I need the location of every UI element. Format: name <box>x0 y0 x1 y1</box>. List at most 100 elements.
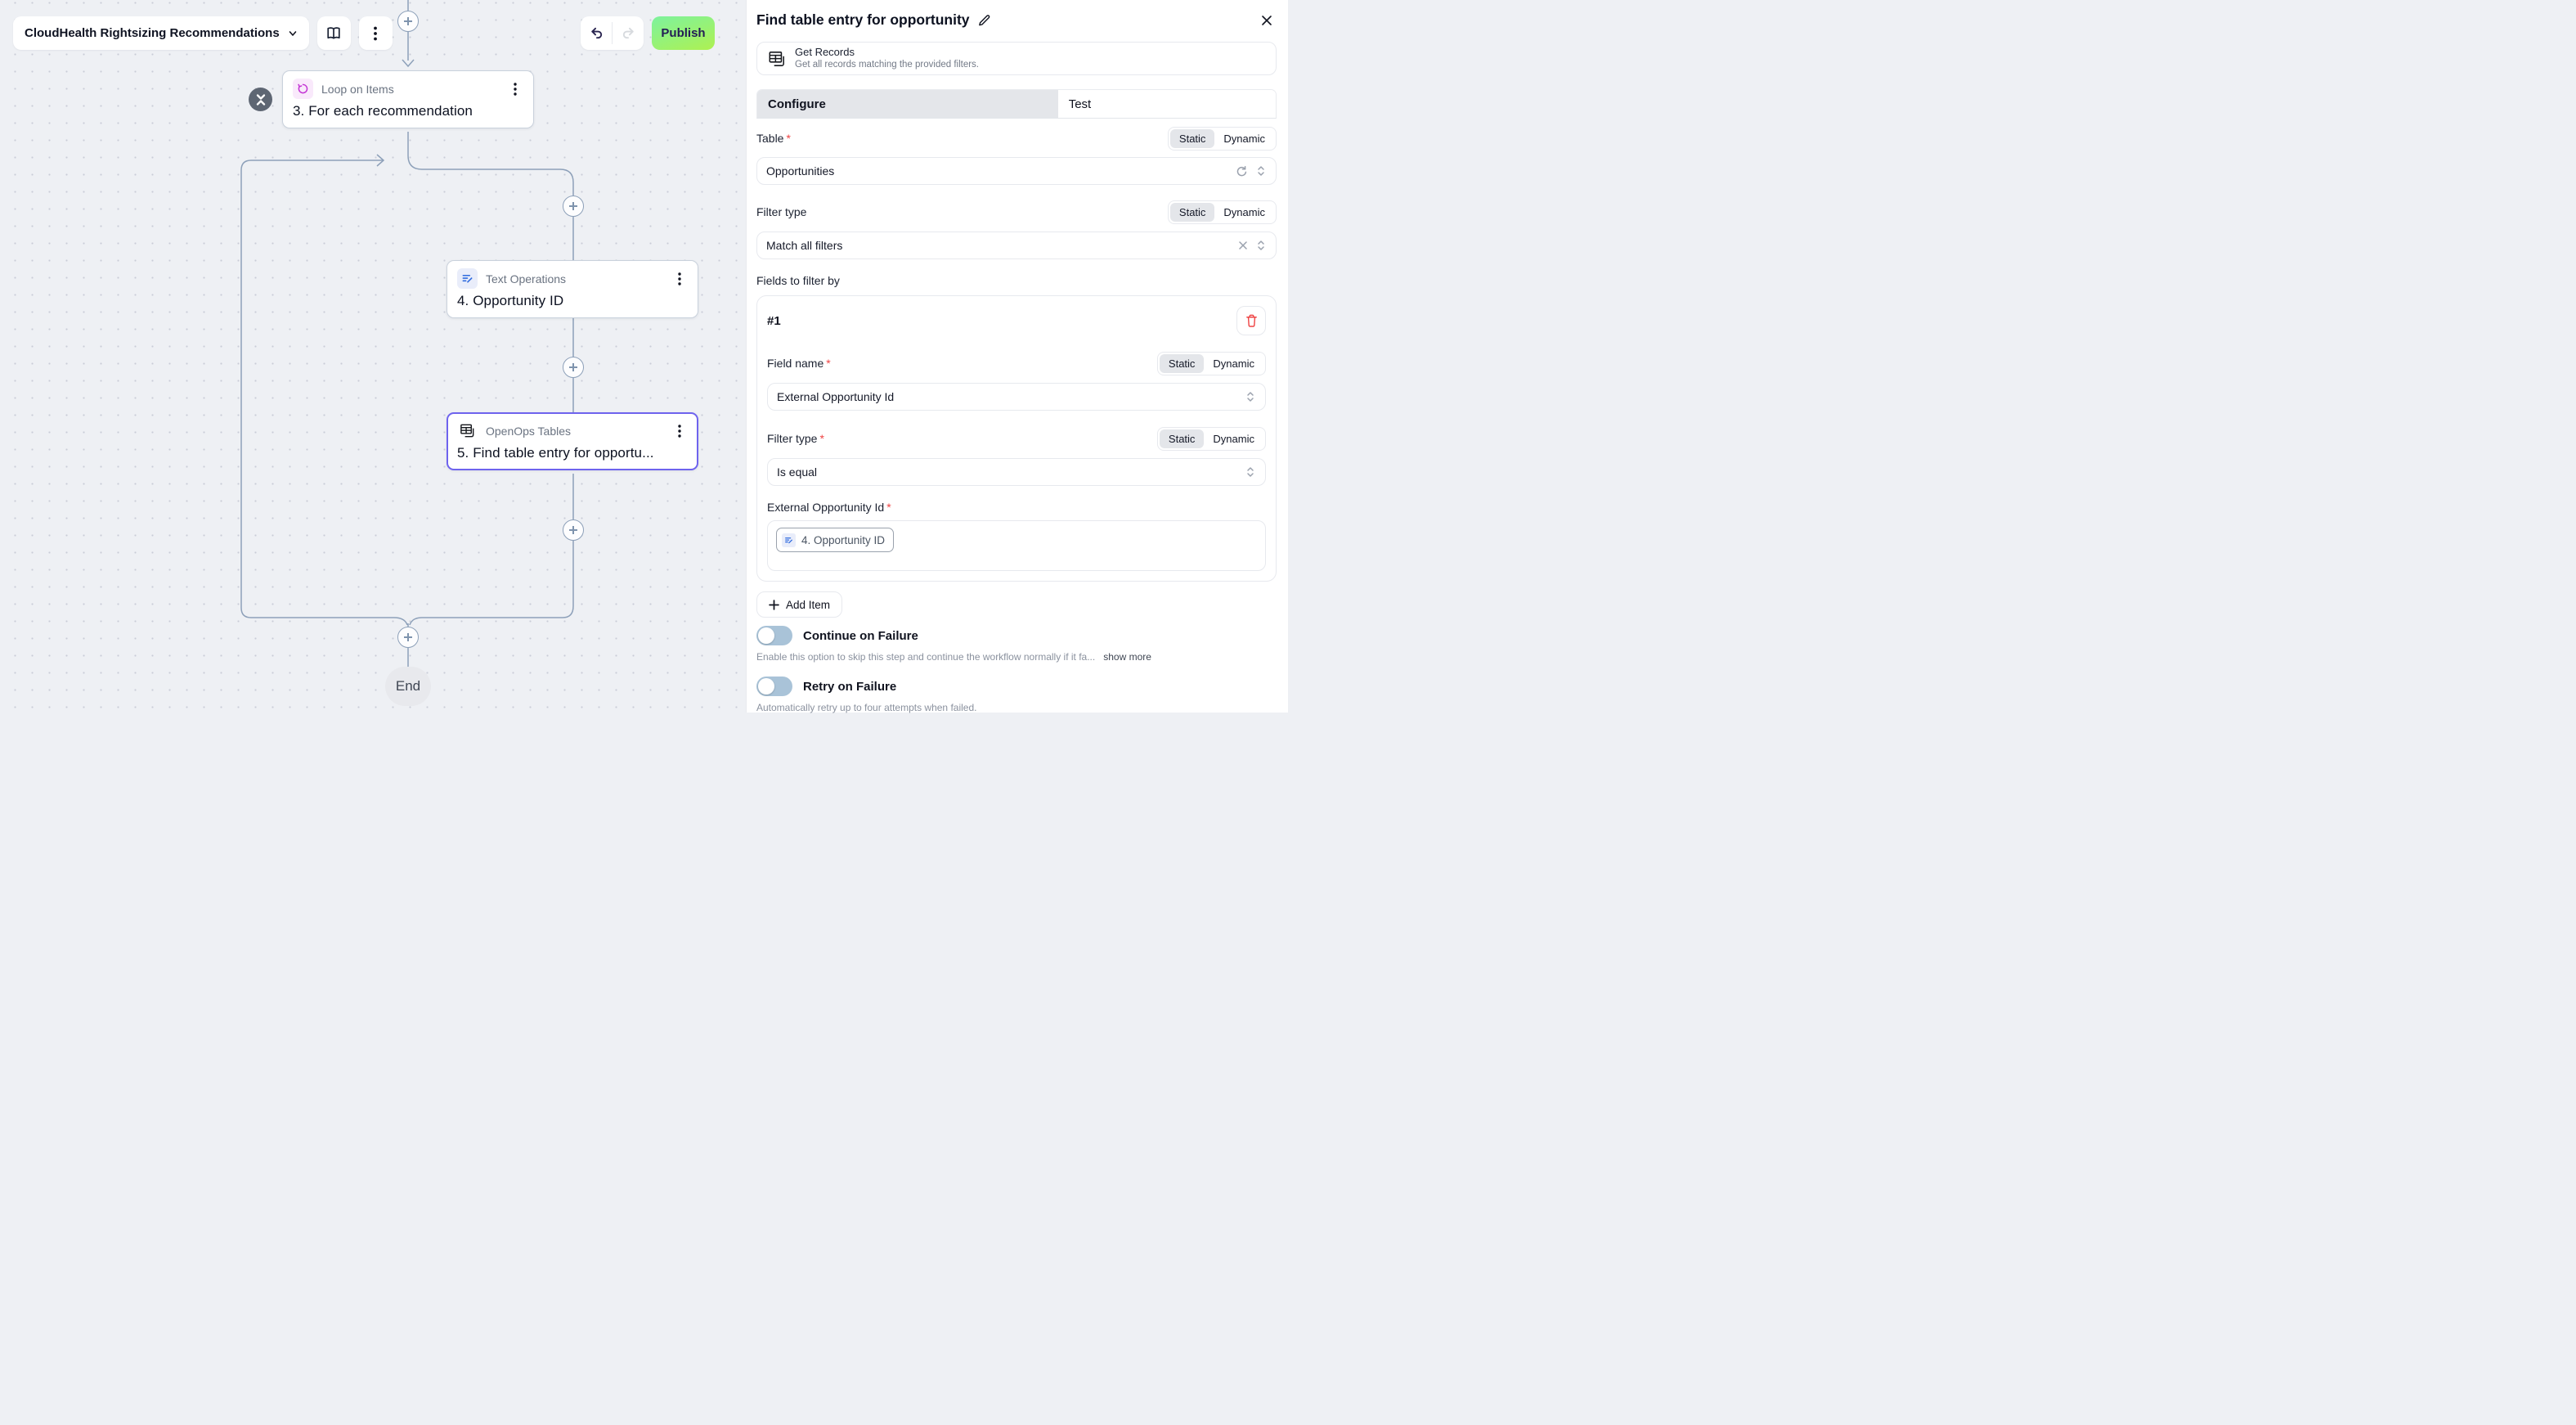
item-filter-type-static-dynamic-toggle: Static Dynamic <box>1156 426 1266 451</box>
more-options-button[interactable] <box>358 16 393 50</box>
trash-icon <box>1245 314 1257 327</box>
node-openops-tables[interactable]: OpenOps Tables 5. Find table entry for o… <box>447 412 698 470</box>
workflow-selector[interactable]: CloudHealth Rightsizing Recommendations <box>13 16 309 50</box>
dynamic-option[interactable]: Dynamic <box>1223 205 1265 218</box>
add-step-button-1[interactable] <box>563 196 584 217</box>
tab-configure[interactable]: Configure <box>757 90 1058 118</box>
filter-item-card: #1 Field name* Static Dynamic External O… <box>756 295 1277 582</box>
plus-icon <box>569 363 577 371</box>
tab-test[interactable]: Test <box>1057 90 1276 118</box>
node-title: 4. Opportunity ID <box>457 293 564 308</box>
filter-type-select-value: Match all filters <box>766 239 843 252</box>
undo-button[interactable] <box>581 16 612 50</box>
node-loop-on-items[interactable]: Loop on Items 3. For each recommendation <box>282 70 534 128</box>
field-name-select[interactable]: External Opportunity Id <box>767 383 1266 411</box>
clear-icon[interactable] <box>1238 240 1248 250</box>
external-opportunity-id-input[interactable]: 4. Opportunity ID <box>767 520 1266 571</box>
filter-item-index: #1 <box>767 313 781 328</box>
refresh-icon[interactable] <box>1235 164 1248 178</box>
continue-on-failure-label: Continue on Failure <box>803 628 918 643</box>
table-select-value: Opportunities <box>766 164 835 178</box>
node-title: 5. Find table entry for opportu... <box>457 445 654 461</box>
dynamic-option[interactable]: Dynamic <box>1213 432 1254 445</box>
canvas-toolbar-right: Publish <box>581 16 715 50</box>
close-panel-button[interactable] <box>1259 12 1275 29</box>
static-option[interactable]: Static <box>1169 128 1215 148</box>
add-step-button-3[interactable] <box>563 519 584 541</box>
field-name-label: Field name* <box>767 357 831 370</box>
unfold-icon <box>1258 166 1264 176</box>
node-menu-button[interactable] <box>671 271 688 287</box>
workflow-canvas[interactable]: Loop on Items 3. For each recommendation… <box>0 0 746 712</box>
node-app-label: OpenOps Tables <box>486 424 572 438</box>
redo-button[interactable] <box>613 16 644 50</box>
field-name-select-value: External Opportunity Id <box>777 390 895 403</box>
show-more-link[interactable]: show more <box>1103 651 1151 663</box>
add-step-button-2[interactable] <box>563 357 584 378</box>
token-label: 4. Opportunity ID <box>801 533 886 546</box>
node-text-operations[interactable]: Text Operations 4. Opportunity ID <box>447 260 698 318</box>
panel-title: Find table entry for opportunity <box>756 11 970 28</box>
plus-icon <box>569 202 577 210</box>
undo-icon <box>590 27 602 39</box>
chevron-down-icon <box>289 30 296 36</box>
close-icon <box>1262 16 1272 25</box>
add-step-button-top[interactable] <box>397 11 419 32</box>
delete-filter-item-button[interactable] <box>1236 306 1266 335</box>
collapse-icon <box>256 93 265 106</box>
get-records-icon <box>769 51 784 66</box>
static-option[interactable]: Static <box>1159 429 1205 448</box>
undo-redo-group <box>581 16 644 50</box>
step-settings-panel: Find table entry for opportunity Get Rec… <box>746 0 1288 713</box>
static-option[interactable]: Static <box>1159 353 1205 373</box>
plus-icon <box>569 526 577 534</box>
kebab-icon <box>514 82 517 96</box>
unfold-icon <box>1247 392 1254 402</box>
panel-tabs: Configure Test <box>756 89 1277 119</box>
add-step-button-bottom[interactable] <box>397 627 419 648</box>
node-menu-button[interactable] <box>507 81 523 97</box>
item-filter-type-select[interactable]: Is equal <box>767 458 1266 486</box>
end-label: End <box>395 678 421 694</box>
retry-on-failure-toggle[interactable] <box>756 677 792 696</box>
loop-icon <box>293 79 313 99</box>
toolbar-divider <box>612 22 613 44</box>
item-filter-type-label: Filter type* <box>767 432 824 445</box>
filter-type-static-dynamic-toggle: Static Dynamic <box>1167 200 1277 224</box>
node-title: 3. For each recommendation <box>293 103 473 119</box>
table-select[interactable]: Opportunities <box>756 157 1277 185</box>
publish-button[interactable]: Publish <box>652 16 715 50</box>
canvas-toolbar-left: CloudHealth Rightsizing Recommendations <box>13 16 393 50</box>
node-app-label: Loop on Items <box>321 82 394 96</box>
workflow-name: CloudHealth Rightsizing Recommendations <box>25 26 280 40</box>
kebab-icon <box>678 424 681 438</box>
workflow-edges <box>240 0 574 667</box>
step-token-chip[interactable]: 4. Opportunity ID <box>776 528 895 552</box>
continue-on-failure-toggle[interactable] <box>756 626 792 645</box>
table-static-dynamic-toggle: Static Dynamic <box>1167 126 1277 151</box>
toggle-knob <box>758 678 774 695</box>
dynamic-option[interactable]: Dynamic <box>1223 132 1265 145</box>
field-name-static-dynamic-toggle: Static Dynamic <box>1156 351 1266 375</box>
edit-title-icon[interactable] <box>977 13 991 27</box>
plus-icon <box>404 17 412 25</box>
continue-on-failure-description: Enable this option to skip this step and… <box>756 651 1096 663</box>
unfold-icon <box>1258 240 1264 250</box>
table-field-label: Table* <box>756 132 791 145</box>
plus-icon <box>769 599 779 610</box>
item-filter-type-select-value: Is equal <box>777 465 818 479</box>
static-option[interactable]: Static <box>1169 202 1215 222</box>
dynamic-option[interactable]: Dynamic <box>1213 357 1254 370</box>
retry-on-failure-label: Retry on Failure <box>803 679 897 694</box>
guide-button[interactable] <box>316 16 351 50</box>
required-marker: * <box>826 357 831 370</box>
filter-type-select[interactable]: Match all filters <box>756 232 1277 259</box>
plus-icon <box>404 633 412 641</box>
required-marker: * <box>886 501 891 514</box>
end-node: End <box>385 667 431 706</box>
collapse-loop-button[interactable] <box>249 88 272 111</box>
redo-icon <box>622 27 634 39</box>
fields-to-filter-by-label: Fields to filter by <box>756 274 840 287</box>
node-menu-button[interactable] <box>671 423 688 439</box>
add-item-button[interactable]: Add Item <box>756 591 843 618</box>
